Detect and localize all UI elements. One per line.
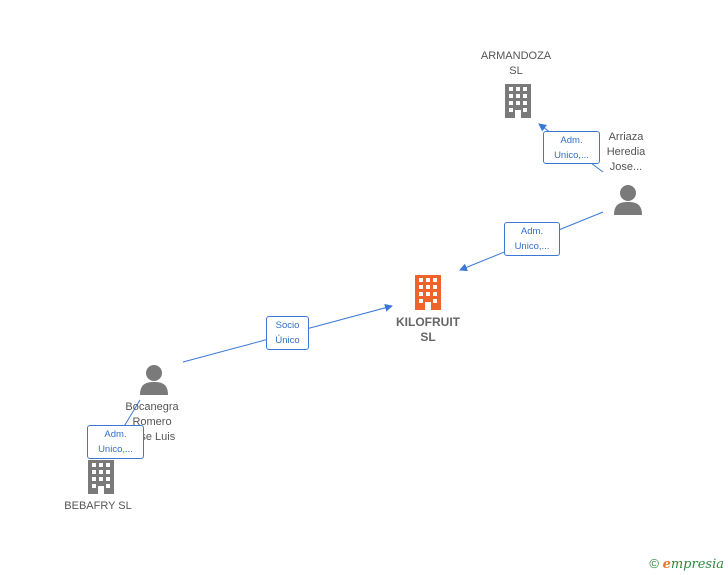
node-label-bebafry[interactable]: BEBAFRY SL — [64, 500, 132, 512]
building-icon — [88, 460, 114, 494]
brand-logo: empresia — [662, 557, 724, 572]
node-bocanegra[interactable] — [138, 364, 170, 396]
edge-label-arriaza-kilofruit[interactable]: Adm. Unico,... — [504, 222, 560, 256]
node-kilofruit[interactable] — [413, 275, 443, 310]
building-icon — [505, 84, 531, 118]
footer-brand: © empresia — [649, 556, 724, 572]
edge-label-bocanegra-kilofruit[interactable]: Socio Único — [266, 316, 309, 350]
building-icon — [415, 275, 441, 310]
node-label-armandoza[interactable]: ARMANDOZA SL — [480, 50, 552, 77]
node-armandoza[interactable] — [503, 84, 533, 118]
edge-label-bocanegra-bebafry[interactable]: Adm. Unico,... — [87, 425, 144, 459]
node-label-kilofruit[interactable]: KILOFRUIT SL — [396, 315, 460, 344]
copyright-symbol: © — [649, 556, 659, 571]
person-icon — [140, 365, 168, 395]
node-arriaza[interactable] — [612, 184, 644, 216]
person-icon — [614, 185, 642, 215]
edge-label-arriaza-armandoza[interactable]: Adm. Unico,... — [543, 131, 600, 164]
node-bebafry[interactable] — [86, 460, 116, 494]
node-label-arriaza[interactable]: Arriaza Heredia Jose... — [606, 131, 646, 173]
